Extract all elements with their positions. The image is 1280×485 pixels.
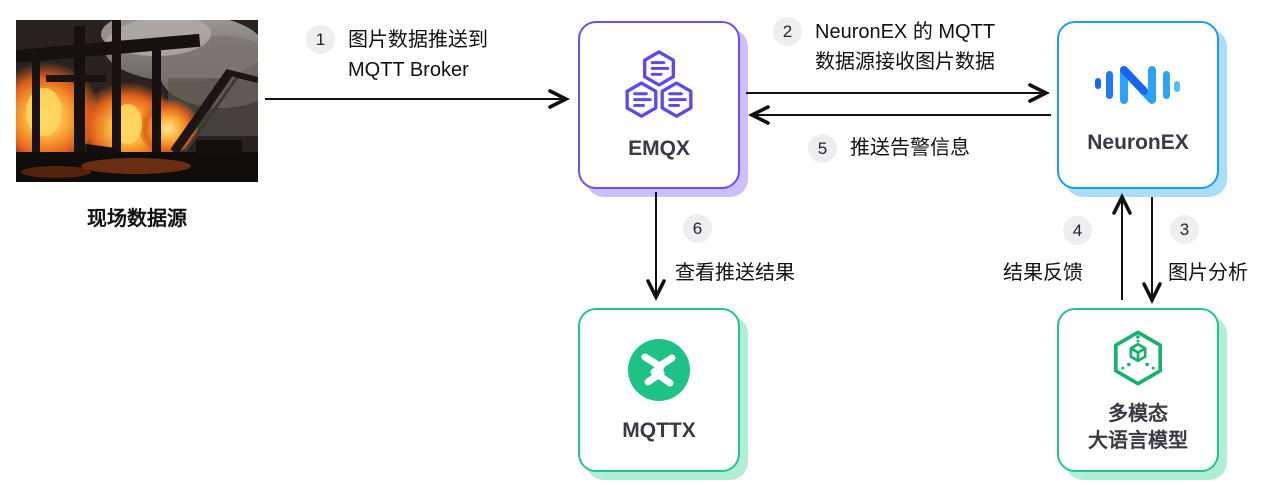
site-photo <box>16 20 258 182</box>
step-5-text: 推送告警信息 <box>850 137 970 159</box>
step-2-badge: 2 <box>773 17 802 46</box>
node-llm: 多模态 大语言模型 <box>1057 308 1219 472</box>
step-6-text: 查看推送结果 <box>675 262 795 284</box>
neuronex-n-icon <box>1095 66 1180 104</box>
step-1: 1 图片数据推送到 MQTT Broker <box>306 25 488 85</box>
site-photo-caption: 现场数据源 <box>87 208 187 230</box>
node-emqx: EMQX <box>578 21 740 189</box>
step-3-badge: 3 <box>1170 215 1199 244</box>
node-llm-label: 多模态 大语言模型 <box>1088 401 1188 455</box>
node-neuronex-label: NeuronEX <box>1087 131 1189 154</box>
step-3-text: 图片分析 <box>1168 262 1248 284</box>
node-emqx-label: EMQX <box>628 137 690 160</box>
step-2: 2 NeuronEX 的 MQTT 数据源接收图片数据 <box>773 17 995 77</box>
node-neuronex: NeuronEX <box>1057 21 1219 189</box>
step-5-badge: 5 <box>808 133 837 163</box>
step-2-text-line1: NeuronEX 的 MQTT <box>815 21 996 43</box>
step-1-badge: 1 <box>306 25 335 54</box>
cube-model-icon <box>1113 330 1163 386</box>
step-1-text-line1: 图片数据推送到 <box>348 29 488 51</box>
node-mqttx: MQTTX <box>578 308 740 472</box>
step-4-text: 结果反馈 <box>1003 262 1083 284</box>
node-mqttx-label: MQTTX <box>622 419 696 442</box>
emqx-hexagons-icon <box>625 50 693 118</box>
industrial-fire-photo <box>16 20 258 182</box>
step-1-text-line2: MQTT Broker <box>348 59 469 81</box>
node-llm-label-line2: 大语言模型 <box>1088 430 1188 452</box>
mqttx-circle-x-icon <box>628 339 690 401</box>
node-llm-label-line1: 多模态 <box>1108 403 1168 425</box>
step-4-badge: 4 <box>1063 216 1092 245</box>
step-6-badge: 6 <box>683 214 712 243</box>
step-2-text-line2: 数据源接收图片数据 <box>815 51 995 73</box>
step-5: 5 推送告警信息 <box>808 133 970 163</box>
